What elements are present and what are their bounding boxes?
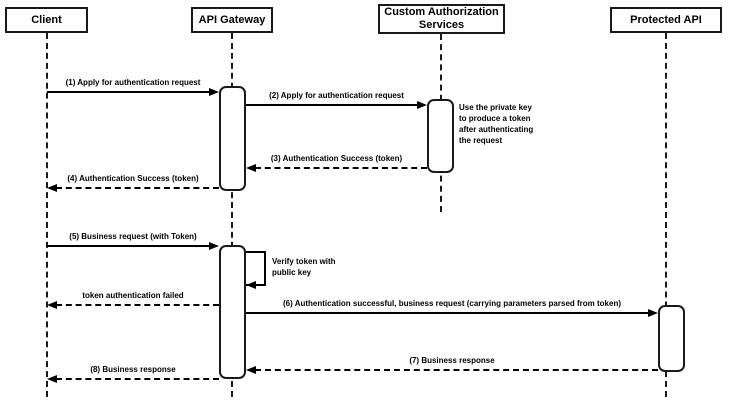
message-arrowhead-4 [47, 184, 57, 192]
api-gateway-activation-2 [219, 245, 246, 379]
message-line-5 [47, 245, 210, 247]
message-line-8 [255, 369, 658, 371]
message-label-7: (6) Authentication successful, business … [282, 299, 622, 308]
message-line-7 [246, 312, 649, 314]
message-label-8: (7) Business response [409, 356, 495, 365]
message-label-2: (2) Apply for authentication request [269, 91, 404, 100]
message-label-6: token authentication failed [82, 291, 184, 300]
lifeline-api-gateway [231, 33, 233, 397]
message-line-3 [255, 167, 427, 169]
message-line-6 [56, 304, 219, 306]
message-arrowhead-8 [246, 366, 256, 374]
protected-api-activation [658, 305, 685, 372]
lifeline-client [46, 33, 48, 397]
message-label-5: (5) Business request (with Token) [69, 232, 197, 241]
actor-protected-api: Protected API [610, 7, 722, 33]
message-arrowhead-2 [417, 101, 427, 109]
actor-client: Client [5, 7, 88, 33]
message-label-3: (3) Authentication Success (token) [270, 154, 403, 163]
actor-custom-authorization-services: Custom Authorization Services [378, 4, 505, 34]
message-line-2 [246, 104, 418, 106]
self-message-arrowhead [246, 281, 256, 289]
custom-authorization-activation [427, 99, 454, 173]
message-line-1 [47, 91, 210, 93]
message-arrowhead-5 [209, 242, 219, 250]
lifeline-protected-api [665, 33, 667, 397]
self-message-loop [246, 251, 266, 286]
message-arrowhead-9 [47, 375, 57, 383]
message-label-1: (1) Apply for authentication request [65, 78, 201, 87]
message-arrowhead-1 [209, 88, 219, 96]
message-arrowhead-7 [648, 309, 658, 317]
message-arrowhead-6 [47, 301, 57, 309]
message-line-9 [56, 378, 219, 380]
self-message-label: Verify token with public key [272, 257, 336, 277]
message-label-9: (8) Business response [90, 365, 176, 374]
message-line-4 [56, 187, 219, 189]
message-arrowhead-3 [246, 164, 256, 172]
note-private-key: Use the private key to produce a token a… [459, 103, 534, 145]
api-gateway-activation-1 [219, 86, 246, 191]
actor-api-gateway: API Gateway [191, 7, 273, 33]
message-label-4: (4) Authentication Success (token) [67, 174, 199, 183]
